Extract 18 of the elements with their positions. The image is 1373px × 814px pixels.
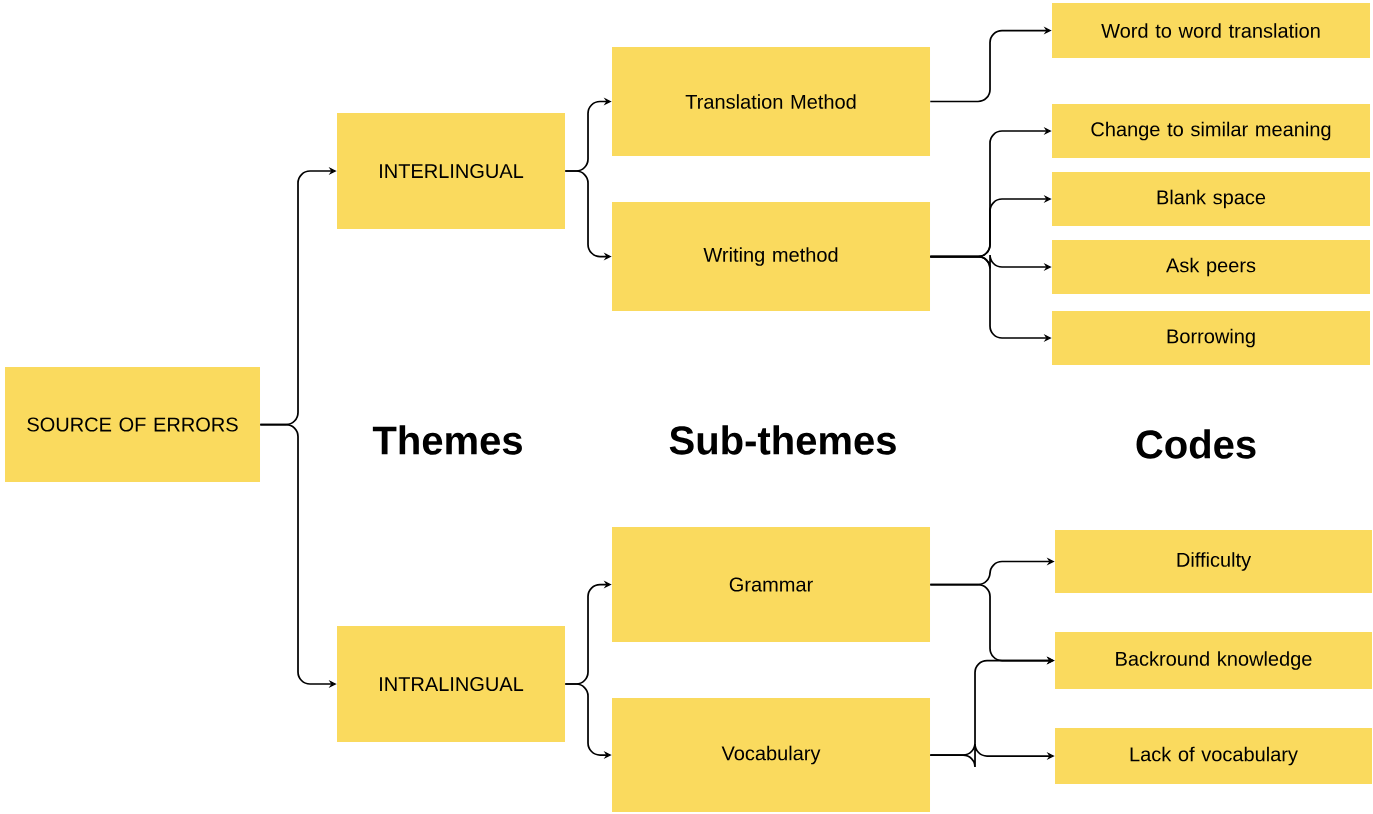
category-box: Word to word translation <box>1052 3 1370 58</box>
category-box: Borrowing <box>1052 311 1370 365</box>
category-box: INTERLINGUAL <box>337 113 565 229</box>
column-heading: Themes <box>372 425 522 455</box>
category-box: Writing method <box>612 202 930 311</box>
category-box: Backround knowledge <box>1055 632 1372 689</box>
category-box: INTRALINGUAL <box>337 626 565 742</box>
category-box: Vocabulary <box>612 698 930 812</box>
column-heading: Codes <box>1136 429 1256 459</box>
category-box: SOURCE OF ERRORS <box>5 367 260 482</box>
category-box: Blank space <box>1052 172 1370 226</box>
category-box: Lack of vocabulary <box>1055 728 1372 784</box>
category-box: Difficulty <box>1055 530 1372 593</box>
column-heading: Sub-themes <box>669 425 896 455</box>
category-box: Grammar <box>612 527 930 642</box>
category-box: Change to similar meaning <box>1052 104 1370 158</box>
category-box: Ask peers <box>1052 240 1370 294</box>
category-box: Translation Method <box>612 47 930 156</box>
